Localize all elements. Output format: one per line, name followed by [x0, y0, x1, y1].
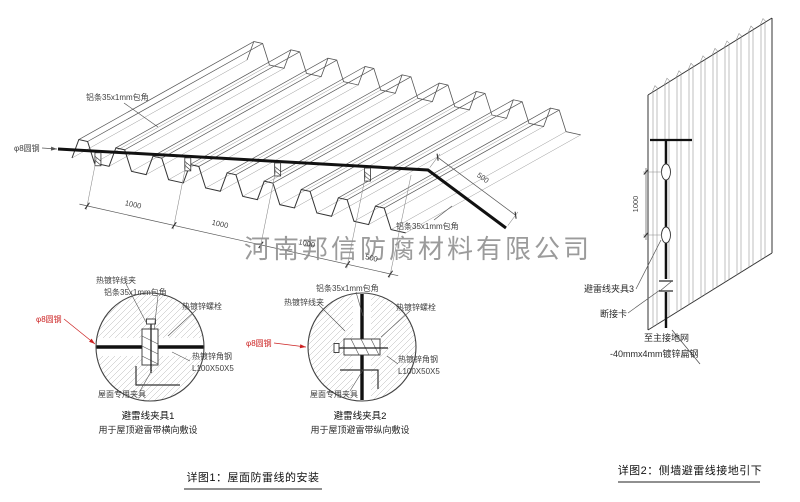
side-wall-view — [643, 17, 773, 365]
annotation-labels: 河南邦信防腐材料有限公司 铝条35x1mm包角 φ8圆钢 铝条35x1mm包角 … — [14, 92, 763, 490]
detail2-title: 避雷线夹具2 — [334, 410, 387, 422]
dim-segment-1: 1000 — [124, 198, 142, 210]
detail2-label-bolt: 热镀锌螺栓 — [396, 302, 436, 312]
label-round-steel-main: φ8圆钢 — [14, 143, 40, 153]
dim-right-500: 500 — [475, 170, 490, 185]
detail2-label-roof-clamp: 屋面专用夹具 — [310, 389, 358, 399]
side-label-flat-steel: -40mmx4mm镀锌扁钢 — [610, 348, 699, 359]
detail1-label-angle-steel: 热镀锌角钢 — [192, 351, 232, 361]
detail2-label-round-steel: φ8圆钢 — [246, 338, 272, 348]
dim-segment-4: 500 — [364, 252, 378, 264]
detail2-label-angle-spec: L100X50X5 — [398, 367, 440, 376]
detail1-label-round-steel: φ8圆钢 — [36, 314, 62, 324]
detail1-label-bolt: 热镀锌螺栓 — [182, 301, 222, 311]
side-label-disconnect: 断接卡 — [600, 308, 627, 319]
dim-segment-3: 1000 — [298, 237, 316, 249]
detail-circle-2 — [307, 292, 417, 402]
label-aluminum-strip-top: 铝条35x1mm包角 — [86, 92, 149, 102]
detail1-label-angle-spec: L100X50X5 — [192, 364, 234, 373]
label-aluminum-strip-right: 铝条35x1mm包角 — [396, 221, 459, 231]
lightning-wire — [57, 147, 507, 230]
watermark-text: 河南邦信防腐材料有限公司 — [244, 234, 592, 264]
detail2-subtitle: 用于屋顶避雷带纵向敷设 — [310, 424, 409, 435]
dim-segment-2: 1000 — [211, 218, 229, 230]
caption-detail2: 详图2：侧墙避雷线接地引下 — [618, 463, 763, 477]
caption-detail1: 详图1：屋面防雷线的安装 — [186, 470, 319, 484]
detail1-label-strip: 铝条35x1mm包角 — [104, 287, 167, 297]
detail2-label-wire-clip: 热镀锌线夹 — [284, 297, 324, 307]
detail2-label-angle-steel: 热镀锌角钢 — [398, 354, 438, 364]
detail1-label-roof-clamp: 屋面专用夹具 — [98, 389, 146, 399]
side-label-to-ground: 至主接地网 — [644, 332, 689, 343]
leader-lines — [41, 102, 662, 392]
detail1-subtitle: 用于屋顶避雷带横向敷设 — [98, 424, 197, 435]
detail1-label-wire-clip: 热镀锌线夹 — [96, 275, 136, 285]
detail2-label-strip: 铝条35x1mm包角 — [316, 283, 379, 293]
roof-isometric-view — [71, 41, 581, 234]
detail1-title: 避雷线夹具1 — [122, 410, 175, 422]
side-dim-1000: 1000 — [631, 196, 640, 213]
roof-dimensions — [79, 153, 519, 278]
side-label-clamp3: 避雷线夹具3 — [584, 283, 634, 294]
